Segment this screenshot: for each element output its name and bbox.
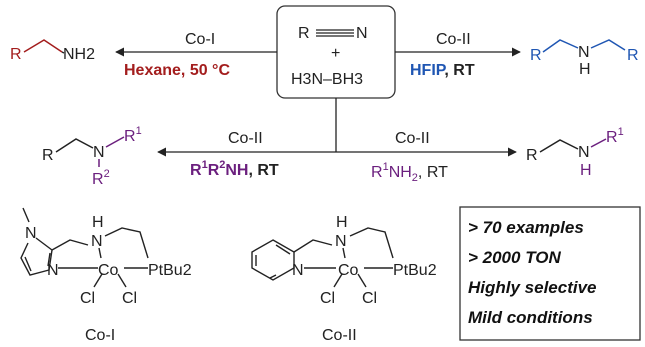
co1-imidazole-double [24,256,32,272]
co1-name: Co-I [85,327,115,344]
svg-text:R1R2NH, RT: R1R2NH, RT [190,159,279,179]
co2-co-cl2-bond [357,273,367,288]
highlight-ton: > 2000 TON [468,248,561,267]
conditions-r1nh2: R1NH2, RT [371,161,448,184]
product-secondary-amine: R N H R [530,39,639,78]
primary-amine-chain [23,39,63,53]
co1-nh-h: H [92,214,104,231]
co1-p: PtBu2 [148,262,192,279]
co2-cl1: Cl [320,290,335,307]
co1-co-cl1-bond [93,273,103,288]
co1-co-cl2-bond [117,273,127,288]
catalyst-co1-structure [20,207,149,288]
co1-side-chain [51,239,89,251]
co1-cl2: Cl [122,290,137,307]
co1-methyl-bond [22,207,30,223]
secondary-amine-h: H [579,61,591,78]
co1-ethyl-chain [104,227,149,259]
co1-nh-co-bond [98,247,102,259]
mixed-amine-h: H [580,162,592,179]
secondary-amine-r2: R [627,47,639,64]
nitrile-n: N [356,25,368,42]
co1-nh-n: N [91,233,103,250]
co2-ethyl-chain [349,227,394,259]
highlights-box: > 70 examples > 2000 TON Highly selectiv… [459,206,641,341]
tertiary-amine-r1-bond [105,136,125,148]
mixed-amine-r: R [526,147,538,164]
catalyst-co2-structure [251,227,394,288]
co2-pyridine-double3 [269,274,277,279]
secondary-amine-n: N [578,44,590,61]
catalyst-co1-atoms: N N H N Co PtBu2 Cl Cl Co-I [25,214,192,344]
co1-cl1: Cl [80,290,95,307]
co2-pyridine-ring [251,239,295,281]
mixed-amine-r1-bond [590,138,607,148]
ammonia-borane: H3N–BH3 [291,71,363,88]
catalyst-co2-atoms: N H N Co PtBu2 Cl Cl Co-II [292,214,437,344]
product-tertiary-amine: R N R1 R2 [42,125,142,188]
catalyst-co2-label-mid-left: Co-II [228,130,263,147]
co2-co: Co [338,262,359,279]
reagent-box: R N + H3N–BH3 [276,5,396,99]
catalyst-co2-label-top: Co-II [436,31,471,48]
tertiary-amine-r: R [42,147,54,164]
co1-imidazole-ring [20,237,53,276]
co2-name: Co-II [322,327,357,344]
co2-n-ring: N [292,262,304,279]
co1-n-top: N [25,225,37,242]
tertiary-amine-r1: R1 [124,125,142,145]
product-mixed-secondary-amine: R N H R1 [526,126,624,179]
mixed-amine-r1: R1 [606,126,624,146]
conditions-hfip-bold: HFIP [410,62,447,79]
tertiary-amine-r2: R2 [92,168,110,188]
nitrile-r: R [298,25,310,42]
co2-cl2: Cl [362,290,377,307]
svg-text:R1NH2, RT: R1NH2, RT [371,161,448,184]
highlight-examples: > 70 examples [468,218,584,237]
co2-pyridine-double1 [275,244,291,255]
co2-co-cl1-bond [333,273,343,288]
primary-amine-nh2: NH2 [63,46,95,63]
tertiary-amine-n: N [93,144,105,161]
highlight-mild: Mild conditions [468,308,593,327]
secondary-amine-r1: R [530,47,542,64]
highlights-frame [459,206,641,341]
conditions-hfip: HFIP, RT [410,62,475,79]
catalyst-co2-label-mid-right: Co-II [395,130,430,147]
nitrile-triple-bond [316,29,354,37]
catalyst-co1-label: Co-I [185,31,215,48]
mixed-amine-chain [539,139,579,153]
secondary-amine-left-chain [542,39,579,53]
conditions-r1r2nh: R1R2NH, RT [190,159,279,179]
svg-text:HFIP, RT: HFIP, RT [410,62,475,79]
co2-nh-h: H [336,214,348,231]
tertiary-amine-chain [55,138,94,153]
co2-side-chain [293,239,333,253]
co1-co: Co [98,262,119,279]
product-primary-amine: R NH2 [10,39,95,63]
primary-amine-r: R [10,46,22,63]
secondary-amine-right-chain [590,39,626,51]
mixed-amine-n: N [578,144,590,161]
plus-sign: + [331,45,340,62]
highlight-selective: Highly selective [468,278,597,297]
conditions-hexane: Hexane, 50 °C [124,62,230,79]
co2-p: PtBu2 [393,262,437,279]
co1-n-ring: N [47,262,59,279]
co2-nh-n: N [335,233,347,250]
primary-amine-bond-black [61,51,65,54]
co2-nh-co-bond [342,247,346,259]
co1-imidazole-double2 [47,252,51,267]
conditions-hfip-rt: , RT [444,62,474,79]
